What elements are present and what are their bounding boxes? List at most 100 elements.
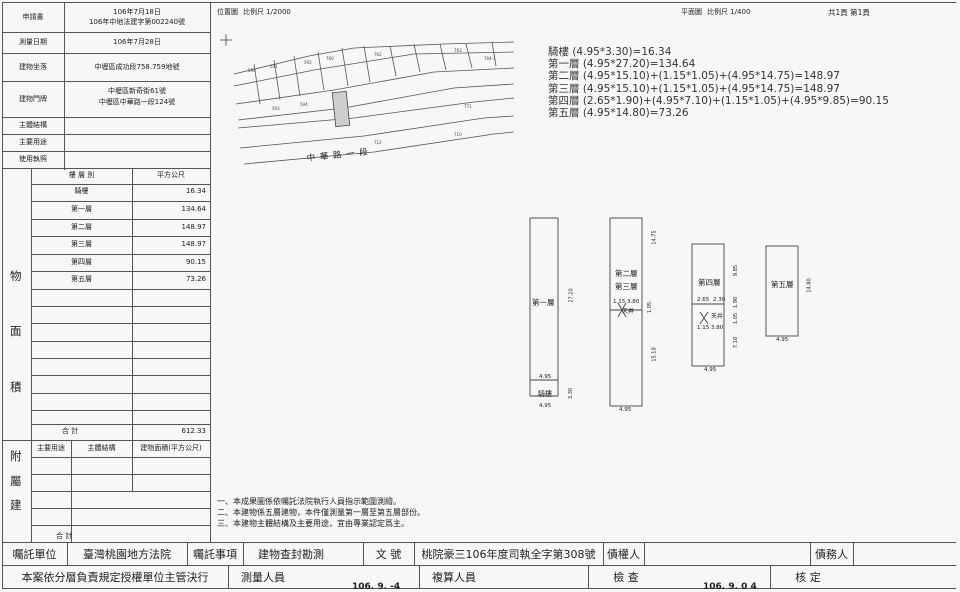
area-value-3: 148.97 bbox=[181, 240, 207, 248]
area-grid-line bbox=[31, 393, 210, 394]
p4-dim-f: 3.80 bbox=[711, 325, 724, 331]
p23-label-a: 第二層 bbox=[615, 269, 638, 278]
entrust-unit: 臺灣桃園地方法院 bbox=[83, 547, 171, 561]
application-number: 106年中地法建字第002240號 bbox=[88, 18, 186, 26]
annex-header-use: 主要用途 bbox=[37, 444, 65, 452]
svg-text:593: 593 bbox=[272, 106, 280, 111]
svg-text:771: 771 bbox=[464, 104, 472, 109]
p1-arcade-label: 騎樓 bbox=[538, 390, 552, 398]
annex-grid-line bbox=[31, 457, 210, 458]
note-1: 一、本成果圖係依囑託法院執行人員指示範圍測繪。 bbox=[217, 497, 401, 506]
doc-no-label: 文 號 bbox=[375, 547, 402, 561]
p1-dim-bottom: 4.95 bbox=[539, 403, 552, 409]
svg-text:591: 591 bbox=[270, 64, 278, 69]
responsibility-note: 本案依分層負責規定授權單位主管決行 bbox=[21, 570, 209, 584]
area-grid-line bbox=[31, 289, 210, 290]
p5-dim-bottom: 4.95 bbox=[776, 337, 789, 343]
area-grid-line bbox=[31, 323, 210, 324]
calc-line-4: 第四層 (2.65*1.90)+(4.95*7.10)+(1.15*1.05)+… bbox=[548, 95, 889, 107]
plan-label: 平面圖 bbox=[681, 8, 702, 16]
reviewer-label: 複算人員 bbox=[432, 570, 476, 584]
svg-text:594: 594 bbox=[300, 102, 308, 107]
svg-text:590: 590 bbox=[248, 68, 256, 73]
plan-floor-2-3 bbox=[609, 217, 643, 407]
area-floor-3: 第三層 bbox=[71, 240, 92, 248]
debtor-label: 債務人 bbox=[815, 547, 848, 561]
p5-dim-side: 14.80 bbox=[806, 278, 813, 293]
calc-line-5: 第五層 (4.95*14.80)=73.26 bbox=[548, 107, 689, 119]
p4-dim-b: 2.30 bbox=[713, 297, 726, 303]
p23-dim-a: 1.15 bbox=[613, 299, 626, 305]
parcel-lines bbox=[233, 41, 514, 165]
floor-plans-svg bbox=[529, 217, 799, 407]
target-building-mark bbox=[331, 90, 351, 128]
label-main-use: 主要用途 bbox=[19, 138, 47, 146]
p4-dim-e: 1.15 bbox=[697, 325, 710, 331]
area-value-5: 73.26 bbox=[185, 275, 206, 283]
north-arrow-icon bbox=[220, 34, 232, 46]
area-grid-line bbox=[31, 424, 210, 425]
frame-top bbox=[2, 2, 956, 3]
area-value-4: 90.15 bbox=[185, 258, 206, 266]
side-char-mian: 面 bbox=[10, 324, 22, 338]
address-line-1: 中壢區新奇街61號 bbox=[108, 87, 166, 95]
area-header-floor: 樓 層 別 bbox=[68, 171, 95, 179]
stamp-date-a: 106. 9. -4 bbox=[352, 582, 401, 592]
annex-total-label: 合 計 bbox=[56, 532, 73, 540]
survey-date: 106年7月28日 bbox=[113, 38, 161, 46]
approve-label: 核 定 bbox=[795, 570, 821, 584]
area-grid-line bbox=[31, 219, 210, 220]
area-floor-2: 第二層 bbox=[71, 223, 92, 231]
page-count: 共1頁 第1頁 bbox=[828, 8, 870, 17]
label-address: 建物門牌 bbox=[19, 94, 47, 103]
p1-dim-arcade: 3.30 bbox=[568, 387, 575, 400]
area-header-unit: 平方公尺 bbox=[157, 171, 185, 179]
area-value-2: 148.97 bbox=[181, 223, 207, 231]
calc-line-1: 第一層 (4.95*27.20)=134.64 bbox=[548, 58, 696, 70]
area-grid-line bbox=[31, 306, 210, 307]
svg-text:764-1: 764-1 bbox=[484, 56, 496, 61]
p23-dim-c: 1.05 bbox=[647, 301, 654, 314]
svg-text:592: 592 bbox=[304, 60, 312, 65]
area-value-arcade: 16.34 bbox=[185, 187, 206, 195]
annex-grid-line bbox=[31, 525, 210, 526]
area-grid-line bbox=[31, 236, 210, 237]
p23-dim-b: 3.80 bbox=[627, 299, 640, 305]
annex-char-jian: 建 bbox=[10, 498, 22, 512]
total-label: 合 計 bbox=[62, 427, 79, 435]
p23-label-b: 第三層 bbox=[615, 282, 638, 291]
p4-label: 第四層 bbox=[698, 278, 721, 287]
plan-floor-4 bbox=[691, 243, 725, 367]
label-license: 使用執照 bbox=[19, 155, 47, 163]
p4-dim-c: 1.90 bbox=[733, 296, 740, 309]
entrust-item: 建物查封勘測 bbox=[258, 547, 324, 561]
area-grid-line bbox=[31, 358, 210, 359]
label-application: 申請書 bbox=[22, 12, 44, 21]
location-map-scale: 比例尺 1/2000 bbox=[243, 8, 291, 16]
surveyor-label: 測量人員 bbox=[241, 570, 285, 584]
p23-dim-top: 14.75 bbox=[651, 230, 658, 245]
side-char-wu: 物 bbox=[10, 269, 22, 283]
p1-dim-w: 4.95 bbox=[539, 374, 552, 380]
label-main-structure: 主體結構 bbox=[19, 121, 47, 129]
p4-void: 天井 bbox=[711, 313, 724, 320]
plan-floor-5 bbox=[765, 245, 799, 337]
area-grid-line bbox=[31, 341, 210, 342]
side-char-ji: 積 bbox=[10, 380, 22, 394]
p4-dim-d: 1.05 bbox=[733, 312, 740, 325]
p23-dim-mid: 15.10 bbox=[651, 347, 658, 362]
area-floor-1: 第一層 bbox=[71, 205, 92, 213]
left-table-right-border bbox=[210, 2, 211, 542]
entrust-item-label: 囑託事項 bbox=[193, 547, 237, 561]
note-2: 二、本建物係五層建物，本件僅測量第一層至第五層部份。 bbox=[217, 508, 425, 517]
svg-text:710: 710 bbox=[454, 132, 462, 137]
building-location: 中壢區成功段758.759地號 bbox=[94, 62, 180, 71]
p23-dim-bottom: 4.95 bbox=[619, 407, 632, 413]
frame-left bbox=[2, 2, 3, 588]
plan-scale: 比例尺 1/400 bbox=[707, 8, 751, 16]
area-floor-arcade: 騎樓 bbox=[74, 187, 89, 195]
p4-dim-mid: 7.10 bbox=[733, 336, 740, 349]
p23-void: 天井 bbox=[622, 308, 635, 315]
annex-char-shu: 屬 bbox=[10, 474, 22, 488]
